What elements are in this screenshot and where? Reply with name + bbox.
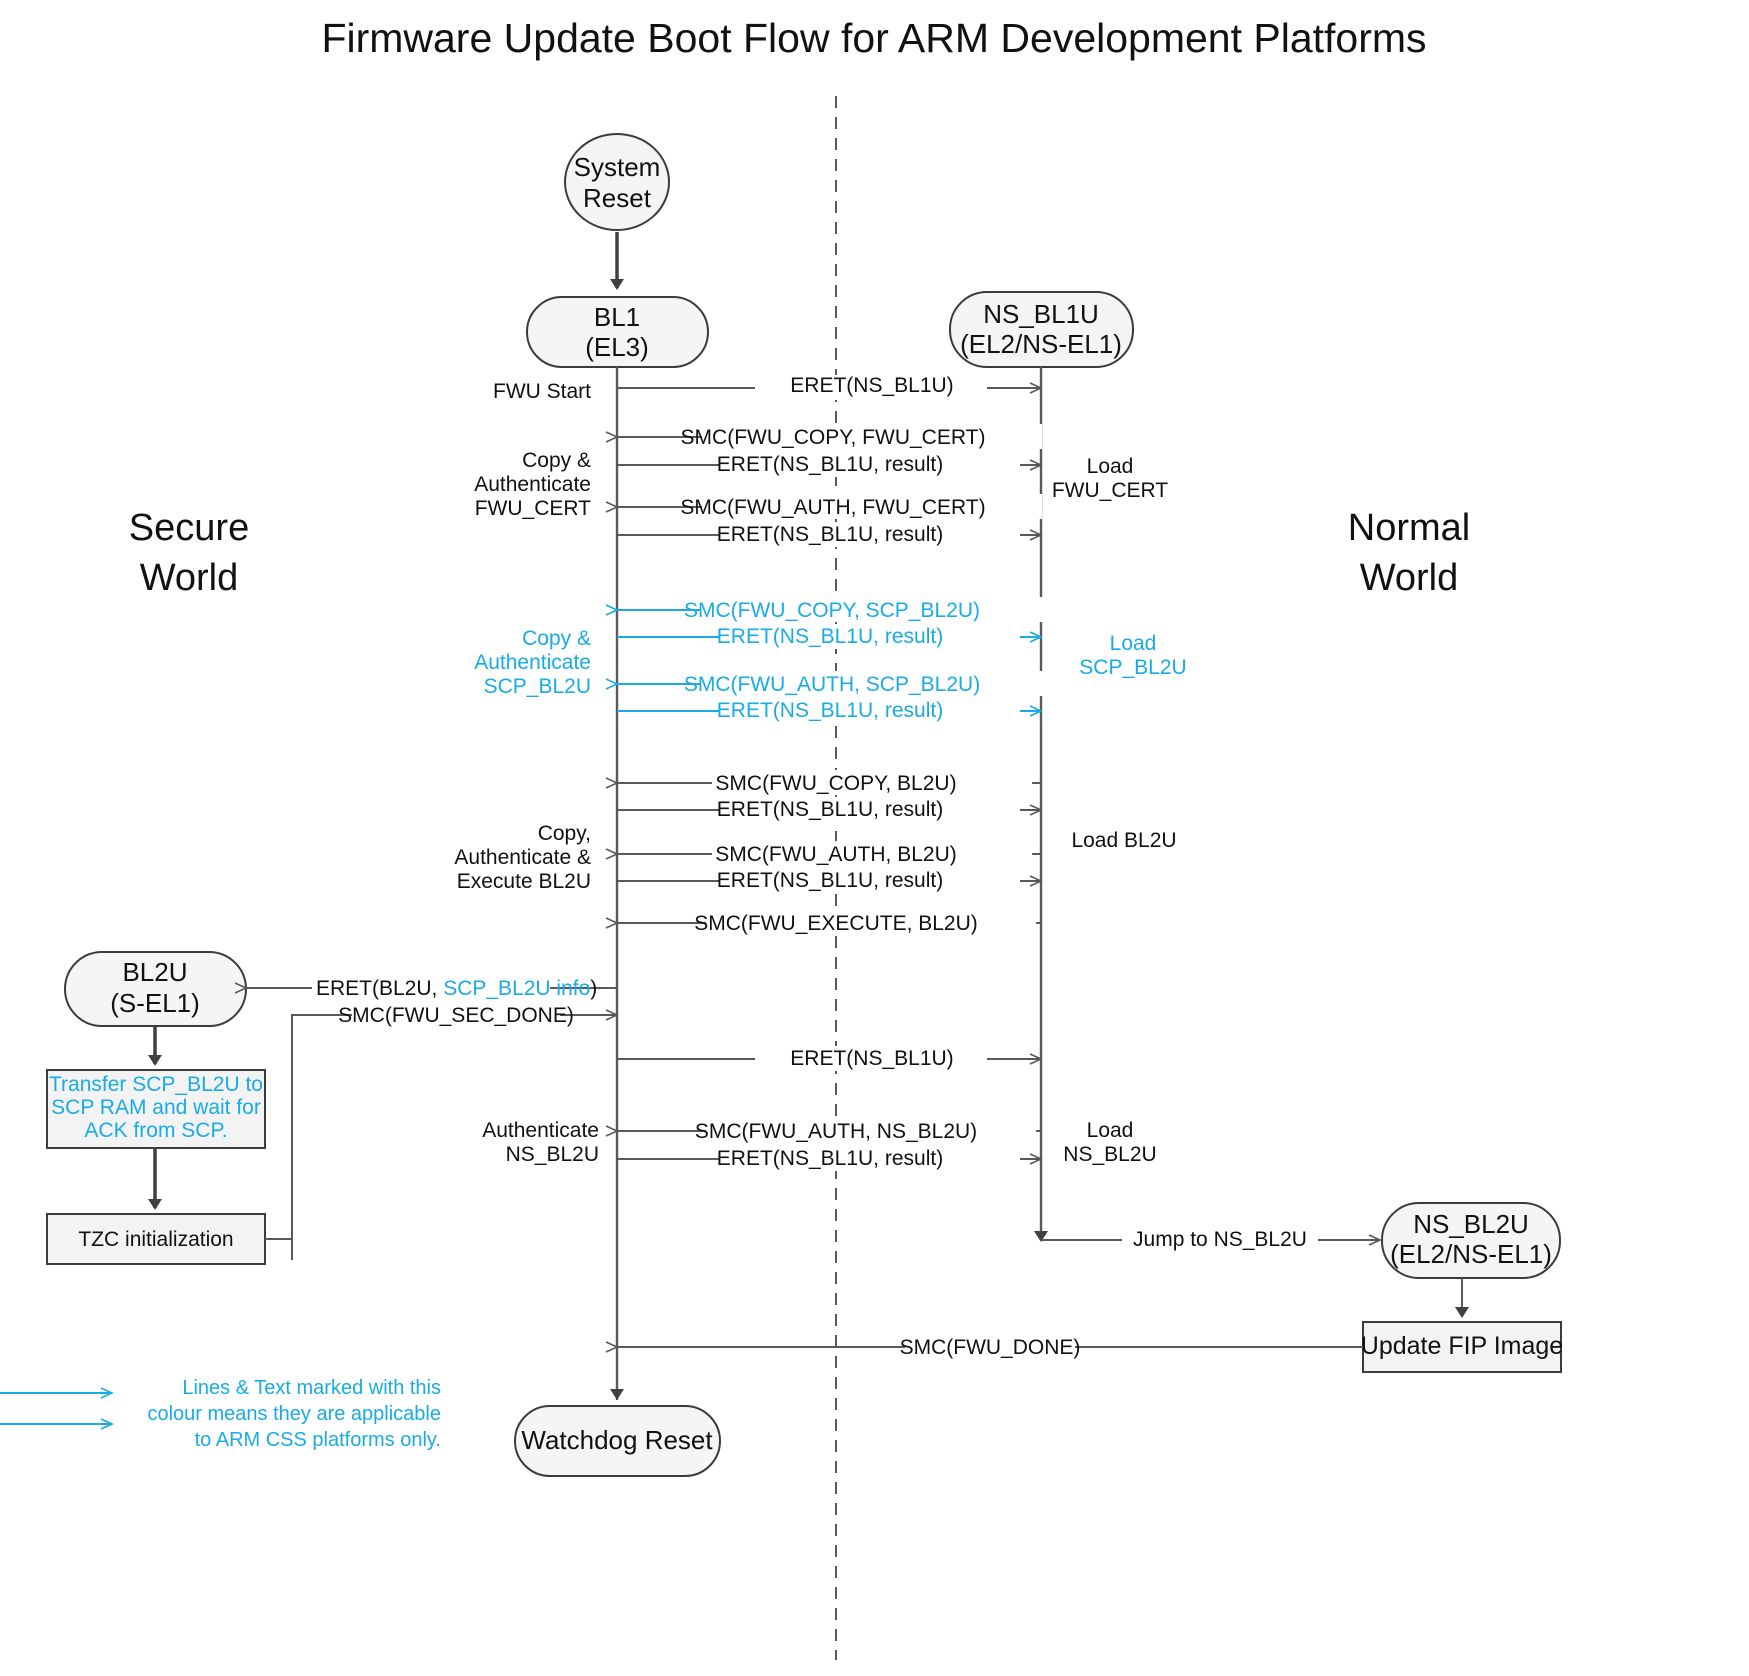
node-bl1-label-1: BL1 — [594, 302, 640, 332]
msg-smc-fwu-done: SMC(FWU_DONE) — [900, 1336, 1081, 1359]
secure-world-label-line1: Secure — [129, 507, 249, 549]
left-label-4: Copy & — [522, 627, 591, 650]
node-bl2u-label-2: (S-EL1) — [110, 988, 200, 1018]
msg-label-6: ERET(NS_BL1U, result) — [717, 625, 943, 648]
msg-label-12: ERET(NS_BL1U, result) — [717, 869, 943, 892]
msg-label-14: ERET(NS_BL1U) — [790, 1047, 953, 1070]
msg-eret-bl2u-pre: ERET(BL2U, — [316, 977, 443, 1000]
normal-world-label-line1: Normal — [1348, 507, 1470, 549]
right-label-3: SCP_BL2U — [1079, 656, 1186, 679]
msg-label-13: SMC(FWU_EXECUTE, BL2U) — [694, 912, 978, 935]
left-label-0: FWU Start — [493, 380, 591, 403]
secure-world-label-line2: World — [140, 557, 239, 599]
left-label-5: Authenticate — [474, 651, 591, 674]
msg-label-9: SMC(FWU_COPY, BL2U) — [715, 772, 956, 795]
node-ns-bl2u-label-1: NS_BL2U — [1413, 1209, 1529, 1239]
msg-label-0: ERET(NS_BL1U) — [790, 374, 953, 397]
msg-eret-bl2u-post: ) — [590, 977, 597, 1000]
msg-label-5: SMC(FWU_COPY, SCP_BL2U) — [684, 599, 980, 622]
box-update-fip-image[interactable] — [1362, 1321, 1562, 1373]
node-ns-bl2u-label-2: (EL2/NS-EL1) — [1390, 1239, 1552, 1269]
msg-eret-bl2u-cyan: SCP_BL2U info — [443, 977, 590, 1000]
msg-jump-to-ns-bl2u: Jump to NS_BL2U — [1133, 1228, 1307, 1251]
node-ns-bl1u-label-1: NS_BL1U — [983, 299, 1099, 329]
left-label-10: Authenticate — [482, 1119, 599, 1142]
legend-line-2: colour means they are applicable — [147, 1403, 441, 1425]
left-label-2: Authenticate — [474, 473, 591, 496]
left-label-1: Copy & — [522, 449, 591, 472]
right-label-5: Load — [1087, 1119, 1134, 1142]
left-label-6: SCP_BL2U — [484, 675, 591, 698]
msg-label-8: ERET(NS_BL1U, result) — [717, 699, 943, 722]
left-label-3: FWU_CERT — [475, 497, 591, 520]
box-transfer-line-1: Transfer SCP_BL2U to — [49, 1073, 263, 1096]
right-label-2: Load — [1110, 632, 1157, 655]
msg-label-11: SMC(FWU_AUTH, BL2U) — [715, 843, 957, 866]
msg-label-3: SMC(FWU_AUTH, FWU_CERT) — [680, 496, 985, 519]
box-tzc-initialization[interactable] — [46, 1213, 266, 1265]
right-label-4: Load BL2U — [1071, 829, 1176, 852]
right-label-0: Load — [1087, 455, 1134, 478]
left-label-8: Authenticate & — [454, 846, 591, 869]
node-system-reset[interactable] — [564, 133, 670, 231]
box-transfer-scp-bl2u[interactable] — [46, 1069, 266, 1149]
msg-label-2: ERET(NS_BL1U, result) — [717, 453, 943, 476]
node-watchdog-reset-label: Watchdog Reset — [521, 1425, 713, 1455]
msg-label-10: ERET(NS_BL1U, result) — [717, 798, 943, 821]
node-ns-bl1u-label-2: (EL2/NS-EL1) — [960, 329, 1122, 359]
left-label-7: Copy, — [538, 822, 591, 845]
legend-line-1: Lines & Text marked with this — [182, 1377, 441, 1399]
node-system-reset-label-1: System — [574, 152, 661, 182]
legend-line-3: to ARM CSS platforms only. — [195, 1429, 441, 1451]
msg-label-4: ERET(NS_BL1U, result) — [717, 523, 943, 546]
right-label-1: FWU_CERT — [1052, 479, 1168, 502]
left-label-9: Execute BL2U — [457, 870, 591, 893]
node-bl2u-label-1: BL2U — [122, 957, 187, 987]
left-label-11: NS_BL2U — [506, 1143, 599, 1166]
box-update-fip-label: Update FIP Image — [1361, 1332, 1563, 1360]
node-watchdog-reset[interactable] — [514, 1405, 721, 1477]
box-transfer-line-3: ACK from SCP. — [84, 1119, 227, 1142]
node-system-reset-label-2: Reset — [583, 183, 652, 213]
box-tzc-label: TZC initialization — [78, 1228, 233, 1251]
right-label-6: NS_BL2U — [1063, 1143, 1156, 1166]
page-title: Firmware Update Boot Flow for ARM Develo… — [321, 15, 1426, 61]
msg-label-15: SMC(FWU_AUTH, NS_BL2U) — [695, 1120, 977, 1143]
msg-label-7: SMC(FWU_AUTH, SCP_BL2U) — [684, 673, 980, 696]
box-transfer-line-2: SCP RAM and wait for — [51, 1096, 261, 1119]
msg-smc-sec-done: SMC(FWU_SEC_DONE) — [338, 1004, 574, 1027]
msg-eret-bl2u: ERET(BL2U, SCP_BL2U info) — [316, 977, 597, 1000]
msg-label-1: SMC(FWU_COPY, FWU_CERT) — [681, 426, 986, 449]
node-ns-bl2u[interactable] — [1381, 1202, 1561, 1279]
msg-label-16: ERET(NS_BL1U, result) — [717, 1147, 943, 1170]
normal-world-label-line2: World — [1360, 557, 1459, 599]
node-bl1-label-2: (EL3) — [585, 332, 649, 362]
